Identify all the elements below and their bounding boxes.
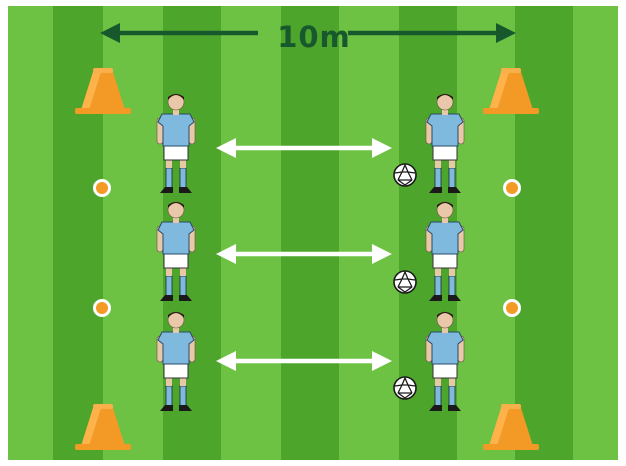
disc-marker-icon bbox=[503, 179, 521, 197]
training-cone-icon bbox=[75, 404, 131, 450]
football-icon bbox=[393, 376, 417, 400]
distance-arrowhead-left bbox=[100, 23, 120, 43]
player-icon bbox=[425, 201, 465, 302]
training-cone-icon bbox=[483, 68, 539, 114]
player-icon bbox=[425, 93, 465, 194]
disc-marker-icon bbox=[503, 299, 521, 317]
player-icon bbox=[425, 311, 465, 412]
player-icon bbox=[156, 311, 196, 412]
distance-label: 10m bbox=[277, 20, 351, 54]
distance-arrowhead-right bbox=[496, 23, 516, 43]
drill-diagram bbox=[75, 23, 539, 450]
distance-arrow bbox=[100, 23, 516, 43]
disc-marker-icon bbox=[93, 299, 111, 317]
disc-marker-icon bbox=[93, 179, 111, 197]
pitch-stripe bbox=[515, 6, 573, 460]
pitch-stripe bbox=[573, 6, 618, 460]
training-cone-icon bbox=[75, 68, 131, 114]
pitch-stripe bbox=[281, 6, 339, 460]
double-arrow-icon bbox=[216, 138, 392, 158]
player-icon bbox=[156, 201, 196, 302]
double-arrow-icon bbox=[216, 351, 392, 371]
pitch-stripe bbox=[8, 6, 53, 460]
training-cone-icon bbox=[483, 404, 539, 450]
training-pitch: 10m bbox=[8, 6, 618, 460]
double-arrow-icon bbox=[216, 244, 392, 264]
football-icon bbox=[393, 163, 417, 187]
pitch-stripe bbox=[339, 6, 399, 460]
player-icon bbox=[156, 93, 196, 194]
football-icon bbox=[393, 270, 417, 294]
pitch-stripe bbox=[221, 6, 281, 460]
